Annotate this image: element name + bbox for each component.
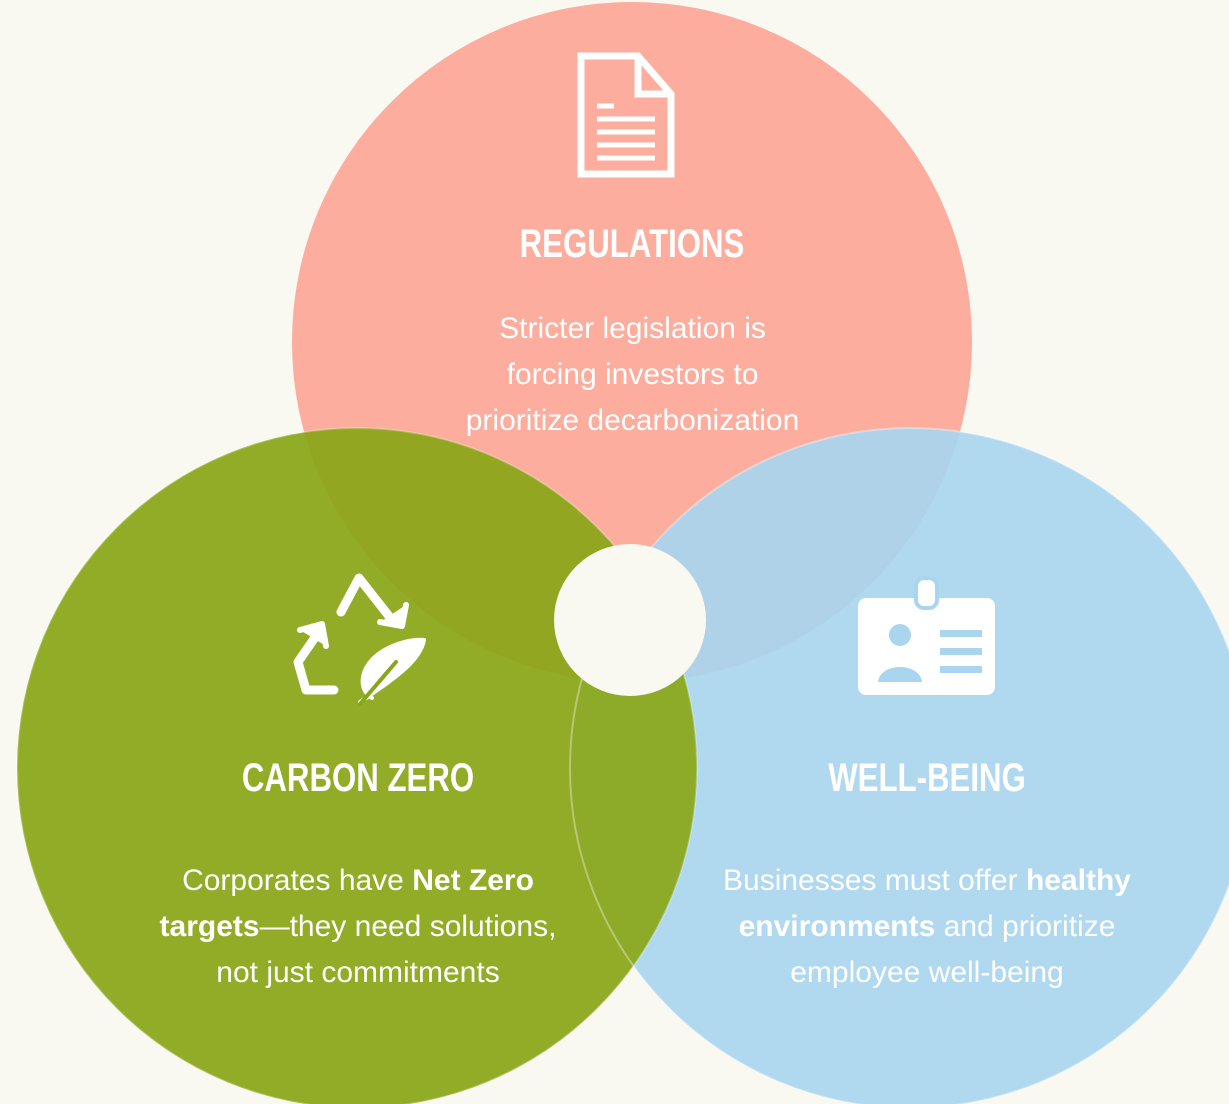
well-being-description-pre: Businesses must offer [723, 864, 1026, 897]
well-being-circle [570, 428, 1229, 1104]
id-badge-icon [858, 576, 995, 695]
center-dot [554, 544, 706, 696]
well-being-description-post: and prioritize employee well-being [790, 910, 1116, 989]
regulations-title: REGULATIONS [519, 222, 745, 266]
well-being-title: WELL-BEING [828, 756, 1026, 800]
carbon-zero-description-post: —they need solutions, not just commitmen… [216, 910, 557, 989]
carbon-zero-title: CARBON ZERO [241, 756, 475, 800]
carbon-zero-description-pre: Corporates have [182, 864, 413, 897]
regulations-description: Stricter legislation is forcing investor… [465, 312, 800, 437]
well-being-description-bold: healthy environments [738, 864, 1131, 943]
document-icon [577, 52, 675, 178]
recycle-leaf-icon [293, 573, 426, 706]
carbon-zero-description-bold: Net Zero targets [159, 864, 534, 943]
well-being-description: Businesses must offer healthy environmen… [720, 858, 1134, 996]
carbon-zero-description: Corporates have Net Zero targets—they ne… [158, 858, 558, 996]
carbon-zero-circle [17, 428, 697, 1104]
